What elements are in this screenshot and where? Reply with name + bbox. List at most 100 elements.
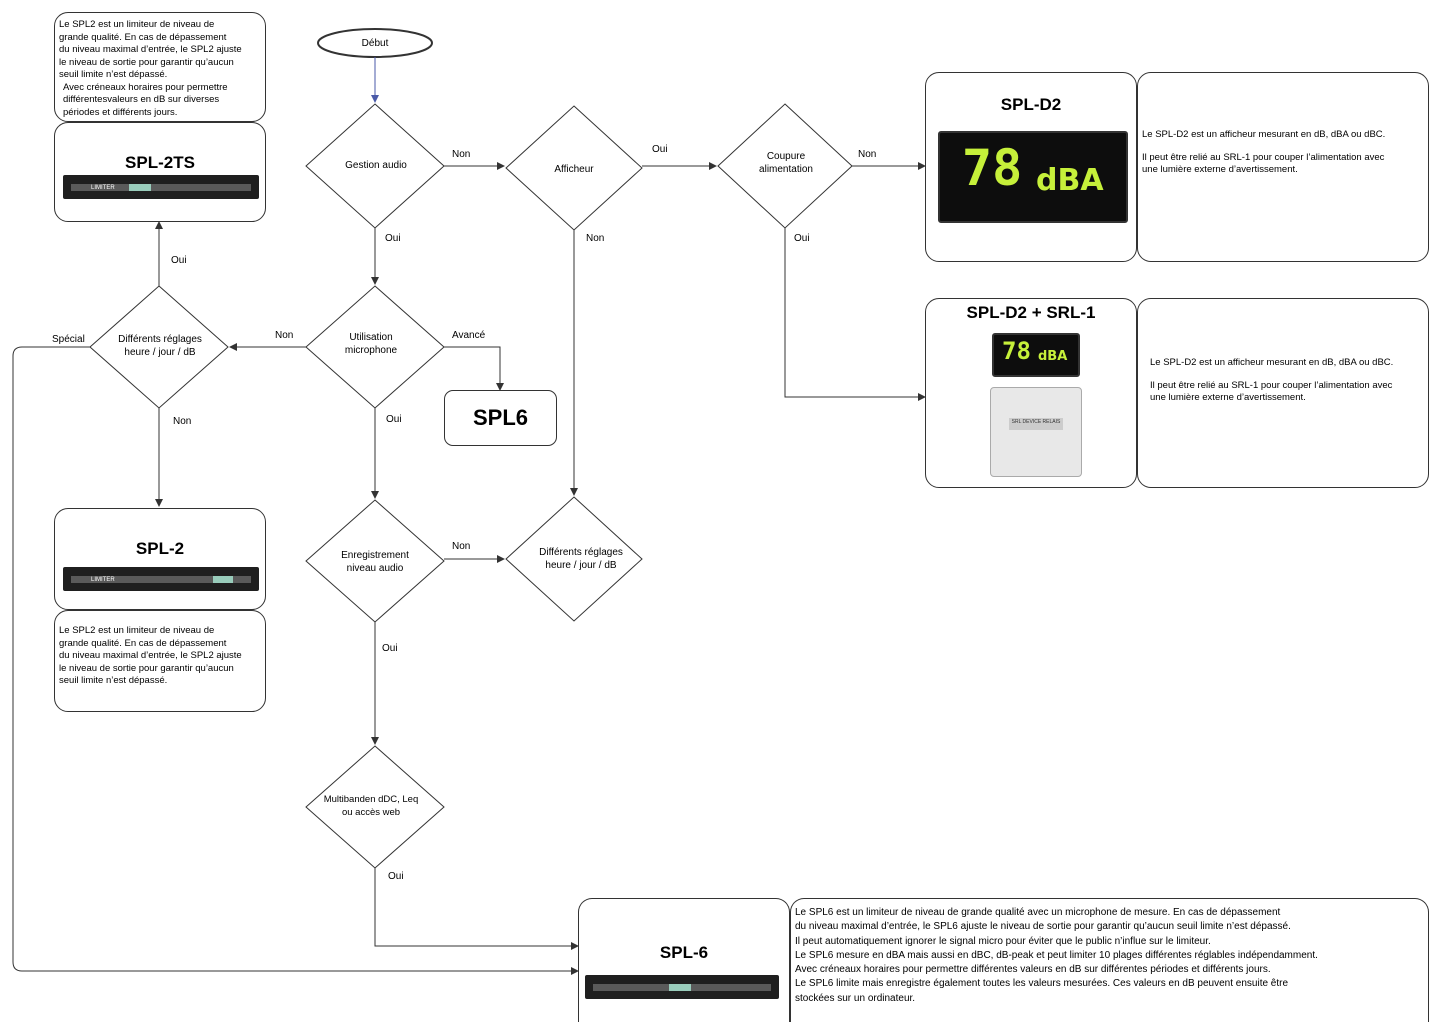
rack-lcd xyxy=(129,184,151,191)
spl2-desc-line5: seuil limite n’est dépassé. xyxy=(59,675,168,686)
spl6-device-image xyxy=(585,975,779,999)
multibanden-line2: ou accès web xyxy=(341,807,401,818)
spl6-desc-line1: Le SPL6 est un limiteur de niveau de gra… xyxy=(795,907,1281,918)
coupure-label-line2: alimentation xyxy=(759,164,813,175)
spld2-description-box: Le SPL-D2 est un afficheur mesurant en d… xyxy=(1137,72,1429,262)
spl6-desc-line7: stockées sur un ordinateur. xyxy=(795,992,916,1004)
spl6-description-box: Le SPL6 est un limiteur de niveau de gra… xyxy=(790,898,1429,1022)
rack-lcd xyxy=(213,576,233,583)
spld2-srl1-display-unit: dBA xyxy=(1038,349,1068,364)
edge-label-special: Spécial xyxy=(52,334,85,345)
reglages-gauche-line1: Différents réglages xyxy=(118,334,202,345)
spl6-desc-line3: Il peut automatiquement ignorer le signa… xyxy=(795,935,1211,947)
spl2ts-description-box: Le SPL2 est un limiteur de niveau de gra… xyxy=(54,12,266,122)
edge-label-non-gestion: Non xyxy=(452,149,471,160)
spld2-srl1-desc-line3: une lumière externe d’avertissement. xyxy=(1150,392,1306,403)
spl2ts-desc-line2: grande qualité. En cas de dépassement xyxy=(59,31,227,43)
reglages-milieu-label: Différents réglages heure / jour / dB xyxy=(526,546,636,572)
spl6-result-box: SPL6 xyxy=(444,390,557,446)
edge-reglages-special xyxy=(12,346,579,975)
spl6-desc-line6: Le SPL6 limite mais enregistre également… xyxy=(795,978,1289,990)
spl2ts-desc-line3: du niveau maximal d’entrée, le SPL2 ajus… xyxy=(59,44,242,55)
reglages-milieu-diamond xyxy=(505,496,643,622)
edge-label-non-coupure: Non xyxy=(858,149,877,160)
edge-multi-spl6 xyxy=(374,868,579,950)
edge-label-avance: Avancé xyxy=(452,330,486,341)
spl6-desc-line5: Avec créneaux horaires pour permettre di… xyxy=(795,964,1271,976)
spl2ts-desc-line1: Le SPL2 est un limiteur de niveau de xyxy=(59,19,215,30)
srl1-relay-image: SRL DEVICE RELAIS xyxy=(990,387,1082,477)
edge-label-non-reglages: Non xyxy=(173,416,192,427)
spl6-title: SPL-6 xyxy=(659,943,709,962)
spld2-desc-line2: Il peut être relié au SRL-1 pour couper … xyxy=(1142,151,1385,163)
micro-label-line1: Utilisation xyxy=(349,332,393,343)
multibanden-line1: Multibanden dDC, Leq xyxy=(323,794,419,805)
rack-brand-label: LIMITER xyxy=(91,577,115,583)
reglages-milieu-line2: heure / jour / dB xyxy=(545,560,617,571)
gestion-audio-label: Gestion audio xyxy=(345,160,407,171)
debut-label: Début xyxy=(361,38,389,49)
spl2ts-desc-line6: Avec créneaux horaires pour permettre xyxy=(63,81,228,93)
edge-label-oui-gestion: Oui xyxy=(385,233,401,244)
spl2ts-title: SPL-2TS xyxy=(125,153,195,172)
edge-label-oui-micro: Oui xyxy=(386,414,402,425)
spld2-desc-line3: une lumière externe d’avertissement. xyxy=(1142,164,1298,175)
spld2-product-box: SPL-D2 78 dBA xyxy=(925,72,1137,262)
srl1-relay-label: SRL DEVICE RELAIS xyxy=(1009,417,1063,431)
afficheur-label: Afficheur xyxy=(554,164,594,175)
rack-brand-label: LIMITER xyxy=(91,185,115,191)
coupure-label-line1: Coupure xyxy=(766,151,806,162)
edge-label-oui-coupure: Oui xyxy=(794,233,810,244)
spld2-srl1-desc-line1: Le SPL-D2 est un afficheur mesurant en d… xyxy=(1150,357,1394,368)
enregistrement-line2: niveau audio xyxy=(346,563,404,574)
spl6-product-box: SPL-6 xyxy=(578,898,790,1022)
spld2-srl1-title: SPL-D2 + SRL-1 xyxy=(966,303,1096,322)
edge-label-oui-afficheur: Oui xyxy=(652,144,668,155)
reglages-gauche-line2: heure / jour / dB xyxy=(124,347,196,358)
coupure-label: Coupure alimentation xyxy=(736,150,836,176)
edge-micro-spl6 xyxy=(444,346,504,391)
multibanden-label: Multibanden dDC, Leq ou accès web xyxy=(316,793,426,819)
spl2ts-desc-line5: seuil limite n’est dépassé. xyxy=(59,69,168,80)
spld2-display-unit: dBA xyxy=(1036,163,1104,198)
edge-label-oui-enreg: Oui xyxy=(382,643,398,654)
spld2-srl1-display-value: 78 xyxy=(1002,337,1031,365)
edge-label-oui-reglages: Oui xyxy=(171,255,187,266)
edge-coupure-spld2srl1 xyxy=(784,228,926,401)
reglages-milieu-line1: Différents réglages xyxy=(539,547,623,558)
spld2-srl1-product-box: SPL-D2 + SRL-1 78 dBA SRL DEVICE RELAIS xyxy=(925,298,1137,488)
spl2-device-image: LIMITER xyxy=(63,567,259,591)
spl2ts-desc-line8: périodes et différents jours. xyxy=(63,106,178,118)
spld2-desc-line1: Le SPL-D2 est un afficheur mesurant en d… xyxy=(1142,129,1386,140)
spld2-display-image: 78 dBA xyxy=(938,131,1128,223)
spl2ts-desc-line7: différentesvaleurs en dB sur diverses xyxy=(63,94,220,105)
rack-lcd xyxy=(669,984,691,991)
enregistrement-line1: Enregistrement xyxy=(341,550,409,561)
edge-label-non-enreg: Non xyxy=(452,541,471,552)
edge-label-oui-multi: Oui xyxy=(388,871,404,882)
utilisation-microphone-label: Utilisation microphone xyxy=(321,331,421,357)
spl2-title: SPL-2 xyxy=(135,539,185,558)
spl2-desc-line3: du niveau maximal d’entrée, le SPL2 ajus… xyxy=(59,650,242,661)
spld2-srl1-desc-line2: Il peut être relié au SRL-1 pour couper … xyxy=(1150,379,1393,391)
spld2-display-value: 78 xyxy=(962,139,1023,197)
reglages-gauche-label: Différents réglages heure / jour / dB xyxy=(105,333,215,359)
spl6-desc-line4: Le SPL6 mesure en dBA mais aussi en dBC,… xyxy=(795,949,1318,961)
spl2-desc-line4: le niveau de sortie pour garantir qu’auc… xyxy=(59,662,234,674)
rack-front-strip xyxy=(71,184,251,191)
spld2-title: SPL-D2 xyxy=(1000,95,1062,114)
spl2-description-box: Le SPL2 est un limiteur de niveau de gra… xyxy=(54,610,266,712)
edge-label-non-afficheur: Non xyxy=(586,233,605,244)
spl2ts-device-image: LIMITER xyxy=(63,175,259,199)
spl2-desc-line1: Le SPL2 est un limiteur de niveau de xyxy=(59,625,215,636)
edge-label-non-micro: Non xyxy=(275,330,294,341)
spld2-srl1-description-box: Le SPL-D2 est un afficheur mesurant en d… xyxy=(1137,298,1429,488)
spl2-product-box: SPL-2 LIMITER xyxy=(54,508,266,610)
spl2-desc-line2: grande qualité. En cas de dépassement xyxy=(59,637,227,649)
micro-label-line2: microphone xyxy=(344,345,398,356)
rack-front-strip xyxy=(71,576,251,583)
spld2-srl1-display-image: 78 dBA xyxy=(992,333,1080,377)
enregistrement-label: Enregistrement niveau audio xyxy=(320,549,430,575)
